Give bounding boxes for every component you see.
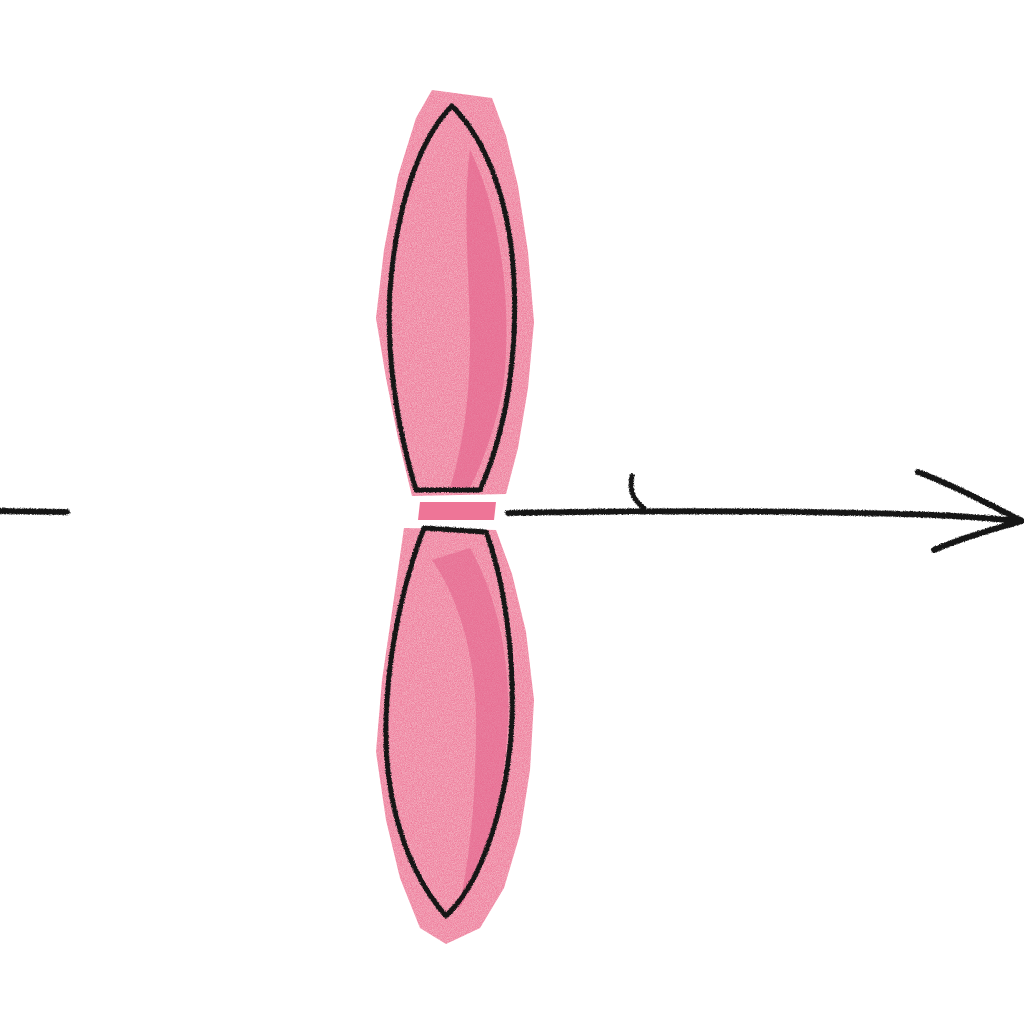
upper-lobe — [376, 90, 534, 496]
horizontal-axis — [0, 469, 1024, 553]
lower-lobe-outline — [383, 525, 515, 919]
upper-lobe-outline — [386, 103, 518, 493]
lower-lobe — [376, 525, 534, 944]
axis-left-segment — [0, 508, 70, 515]
upper-lobe-shade — [450, 150, 507, 488]
arrow-head-icon — [915, 469, 1024, 553]
lower-lobe-shade — [432, 548, 509, 910]
axis-tick-mark — [628, 473, 647, 511]
waist-fill — [418, 502, 496, 520]
waist-segment — [418, 502, 496, 520]
axis-right-segment — [505, 508, 1023, 524]
